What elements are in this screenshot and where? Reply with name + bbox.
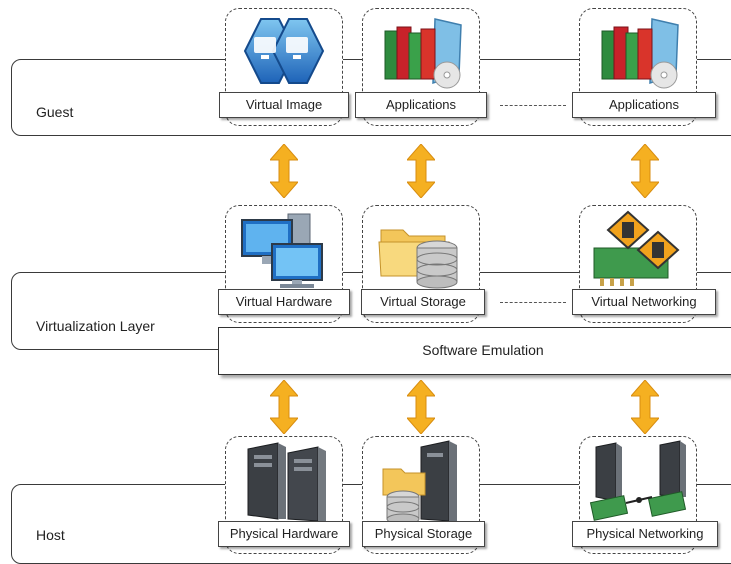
guest-connector [500,105,566,106]
physical-networking-caption: Physical Networking [572,521,718,547]
applications-caption-2: Applications [572,92,716,118]
virtual-image-icon [243,18,325,84]
virtual-networking-caption: Virtual Networking [572,289,716,315]
double-arrow-icon [407,380,435,434]
storage-server-icon [382,440,457,523]
network-servers-icon [589,440,687,521]
double-arrow-icon [631,144,659,198]
applications-icon [601,18,679,89]
virtual-image-caption: Virtual Image [219,92,349,118]
virtual-hardware-caption: Virtual Hardware [218,289,350,315]
applications-icon [384,18,462,89]
double-arrow-icon [270,380,298,434]
double-arrow-icon [631,380,659,434]
host-label: Host [36,527,65,543]
server-icon [247,442,326,522]
double-arrow-icon [270,144,298,198]
physical-hardware-caption: Physical Hardware [218,521,350,547]
virtual-connector [500,302,566,303]
double-arrow-icon [407,144,435,198]
applications-caption-1: Applications [355,92,487,118]
software-emulation-bar: Software Emulation [218,327,731,375]
folder-database-icon [378,229,458,289]
virtualization-layer-label: Virtualization Layer [36,318,155,334]
virtual-storage-caption: Virtual Storage [361,289,485,315]
physical-storage-caption: Physical Storage [362,521,485,547]
computer-icon [241,213,323,288]
guest-label: Guest [36,104,74,120]
network-card-icon [593,210,680,286]
